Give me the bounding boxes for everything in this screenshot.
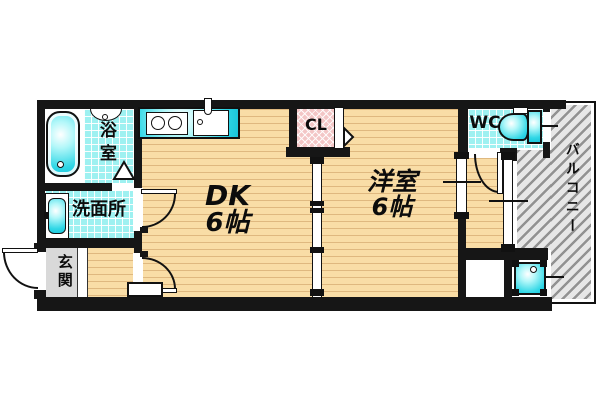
- wall-niche-left: [504, 260, 512, 300]
- balcony-window-cap-bottom: [501, 244, 515, 252]
- sliding-door: [312, 157, 322, 298]
- wall-left: [37, 100, 45, 311]
- dk-label: DK 6帖: [185, 181, 270, 238]
- entrance-step: [77, 246, 88, 298]
- wc-door-leaf: [497, 152, 503, 194]
- entrance-door-arc: [3, 252, 38, 289]
- sliding-door-handle-3: [310, 247, 324, 253]
- wall-closet-left: [289, 109, 297, 149]
- bath-fan-knob: [102, 114, 108, 120]
- kitchen-faucet: [204, 98, 212, 115]
- balcony-label: バルコニー: [563, 142, 580, 237]
- dk-name: DK: [205, 179, 250, 212]
- washroom-door-opening: [133, 188, 143, 231]
- hall-door-stop: [140, 251, 148, 257]
- entrance-opening: [36, 251, 46, 290]
- stove-burner-right: [168, 116, 182, 130]
- wall-wc-left: [458, 103, 468, 158]
- western-room-name: 洋室: [366, 167, 417, 196]
- washroom-label: 洗面所: [72, 199, 126, 220]
- balcony-window: [503, 157, 513, 248]
- kitchen-sink-drain: [197, 119, 203, 125]
- hall-door-opening: [133, 253, 143, 292]
- shoe-cabinet: [127, 282, 163, 297]
- wall-washroom-bottom: [37, 238, 142, 248]
- wall-closet-bottom: [286, 147, 350, 157]
- toilet-tank: [527, 110, 542, 144]
- toilet-bowl: [498, 113, 529, 141]
- sliding-door-cap-top: [310, 157, 324, 164]
- washroom-door-stop: [140, 227, 148, 233]
- entrance-label: 玄関: [55, 254, 74, 290]
- pan-foot-br: [540, 289, 547, 296]
- wc-window: [543, 112, 550, 142]
- wall-bottom: [37, 297, 552, 311]
- western-room-label: 洋室 6帖: [348, 167, 436, 222]
- entrance-hall-floor: [88, 246, 134, 298]
- bathtub-drain: [57, 161, 64, 168]
- entrance-hinge-bottom: [34, 290, 46, 299]
- western-room-size: 6帖: [371, 193, 413, 222]
- balcony-window-cap-top: [501, 152, 515, 160]
- room-window-tick: [443, 181, 481, 183]
- sliding-door-cap-bottom: [310, 289, 324, 296]
- closet-folding-door-icon: [343, 126, 355, 148]
- wall-top: [37, 100, 566, 109]
- closet-floor: [297, 109, 334, 149]
- sliding-door-handle-1: [310, 201, 324, 206]
- pan-faucet-tick: [546, 276, 564, 278]
- dk-size: 6帖: [205, 208, 250, 239]
- sliding-door-handle-2: [310, 208, 324, 213]
- closet-label: CL: [305, 115, 327, 134]
- room-window-cap-bottom: [454, 212, 469, 219]
- wall-bath-washroom: [37, 183, 112, 191]
- bath-folding-door-icon: [112, 160, 136, 180]
- pan-drain: [530, 266, 537, 273]
- stove-burner-left: [151, 116, 165, 130]
- bathtub: [46, 111, 80, 177]
- entrance-hinge-top: [34, 243, 46, 252]
- bathroom-label: 浴室: [95, 121, 116, 167]
- toilet-label: WC: [469, 113, 501, 133]
- entrance-floor: [45, 246, 77, 298]
- washstand-tap: [44, 212, 49, 219]
- washroom-door-leaf: [141, 189, 177, 194]
- wall-niche-top: [458, 248, 548, 260]
- bath-door-gap: [112, 183, 134, 191]
- wc-window-tick: [536, 125, 558, 127]
- balcony-hatch: [551, 105, 591, 299]
- pan-foot-tr: [540, 260, 547, 267]
- pan-foot-tl: [512, 260, 519, 267]
- balcony-window-tick: [489, 200, 528, 202]
- wc-door-opening: [472, 148, 500, 158]
- room-window-cap-top: [454, 152, 469, 159]
- room-window: [456, 157, 467, 214]
- pan-foot-bl: [512, 289, 519, 296]
